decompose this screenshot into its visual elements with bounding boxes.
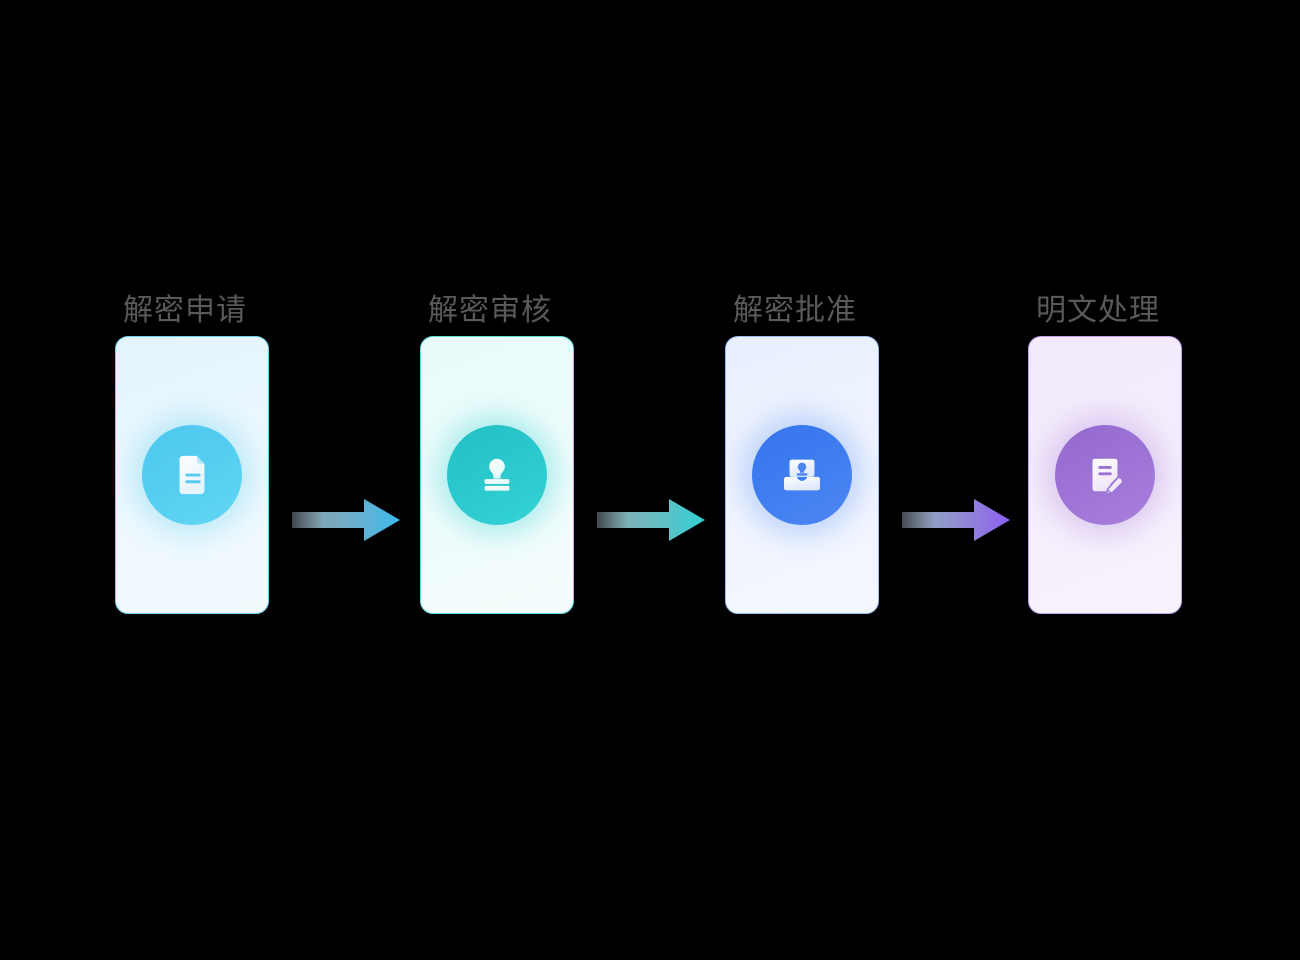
step-1-card[interactable] (115, 336, 269, 614)
step-4-icon-badge (1055, 425, 1155, 525)
step-2-label: 解密审核 (428, 294, 552, 327)
workflow-step-2[interactable]: 解密审核 (420, 290, 576, 614)
stamp-icon (474, 452, 520, 498)
arrow-step2-to-step3 (597, 498, 705, 542)
document-icon (169, 452, 215, 498)
workflow-step-4[interactable]: 明文处理 (1028, 290, 1184, 614)
step-3-label: 解密批准 (733, 294, 857, 327)
step-3-icon-badge (752, 425, 852, 525)
stamp-tray-icon (779, 452, 825, 498)
document-edit-icon (1082, 452, 1128, 498)
step-1-icon-badge (142, 425, 242, 525)
step-2-card[interactable] (420, 336, 574, 614)
workflow-step-3[interactable]: 解密批准 (725, 290, 881, 614)
step-4-label: 明文处理 (1036, 294, 1160, 327)
arrow-step3-to-step4 (902, 498, 1010, 542)
step-4-card[interactable] (1028, 336, 1182, 614)
step-2-icon-badge (447, 425, 547, 525)
workflow-step-1[interactable]: 解密申请 (115, 290, 271, 614)
arrow-step1-to-step2 (292, 498, 400, 542)
step-1-label: 解密申请 (123, 294, 247, 327)
step-3-card[interactable] (725, 336, 879, 614)
